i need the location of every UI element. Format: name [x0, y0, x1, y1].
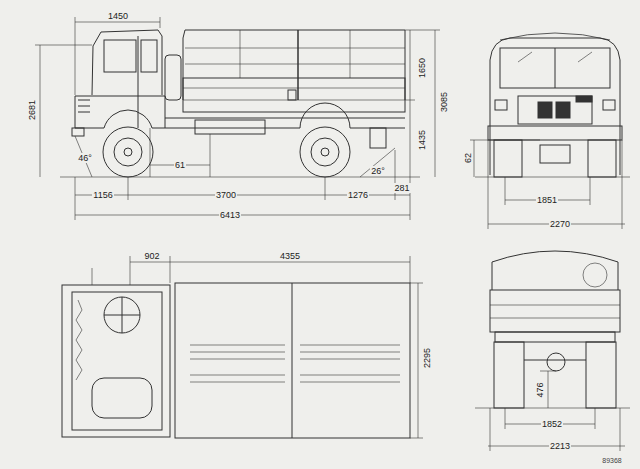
- dimension-label: 1450: [107, 11, 129, 21]
- dimension-label: 3085: [439, 91, 449, 113]
- dimension-label: 281: [393, 183, 410, 193]
- dimension-label: 46°: [77, 153, 93, 163]
- dimension-label: 26°: [370, 166, 386, 176]
- side-view: [35, 17, 440, 220]
- dimension-label: 2295: [422, 347, 432, 369]
- dimension-label: 62: [463, 152, 473, 164]
- dimension-label: 902: [143, 251, 160, 261]
- dimension-label: 476: [535, 381, 545, 398]
- dimension-label: 2681: [27, 99, 37, 121]
- dimension-label: 61: [174, 160, 186, 170]
- front-view: [470, 33, 630, 229]
- dimension-label: 2270: [549, 219, 571, 229]
- dimension-label: 3700: [215, 190, 237, 200]
- drawing-number: 89368: [601, 456, 622, 466]
- rear-view: [475, 251, 630, 451]
- dimension-label: 1851: [536, 195, 558, 205]
- dimension-label: 6413: [219, 210, 241, 220]
- dimension-label: 2213: [549, 441, 571, 451]
- dimension-label: 1435: [417, 129, 427, 151]
- dimension-label: 1156: [92, 190, 113, 200]
- dimension-label: 1650: [417, 57, 427, 79]
- dimension-label: 4355: [279, 251, 301, 261]
- dimension-label: 1276: [347, 190, 369, 200]
- top-view: [62, 256, 423, 438]
- dimension-label: 1852: [541, 419, 563, 429]
